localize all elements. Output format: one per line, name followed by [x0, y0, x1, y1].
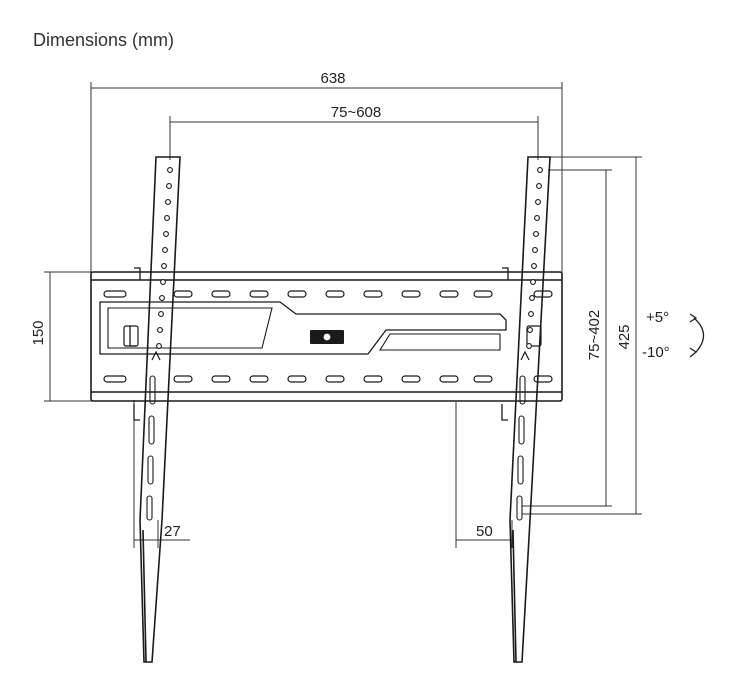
tilt-up-label: +5°: [646, 309, 669, 326]
plate-slot-row-bottom: [103, 375, 553, 383]
wall-distance-label: 50: [476, 523, 493, 540]
diagram-title: Dimensions (mm): [33, 30, 175, 50]
arrow-up-icon: [520, 350, 530, 361]
overall-height-label: 425: [616, 324, 633, 349]
overall-width-label: 638: [320, 70, 345, 87]
arm-depth-label: 27: [164, 523, 181, 540]
dimension-lines: [44, 82, 642, 548]
vesa-horizontal-label: 75~608: [331, 104, 381, 121]
arrow-up-icon: [151, 350, 161, 361]
vesa-vertical-label: 75~402: [586, 310, 603, 360]
tilt-down-label: -10°: [642, 344, 670, 361]
plate-height-label: 150: [30, 320, 47, 345]
hook-clips: [129, 267, 509, 421]
right-bracket-arm: [509, 156, 551, 663]
tilt-arrow-icon: [689, 313, 705, 358]
plate-slot-row-top: [103, 290, 553, 298]
wall-plate: [90, 271, 563, 402]
left-bracket-arm: [139, 156, 181, 663]
